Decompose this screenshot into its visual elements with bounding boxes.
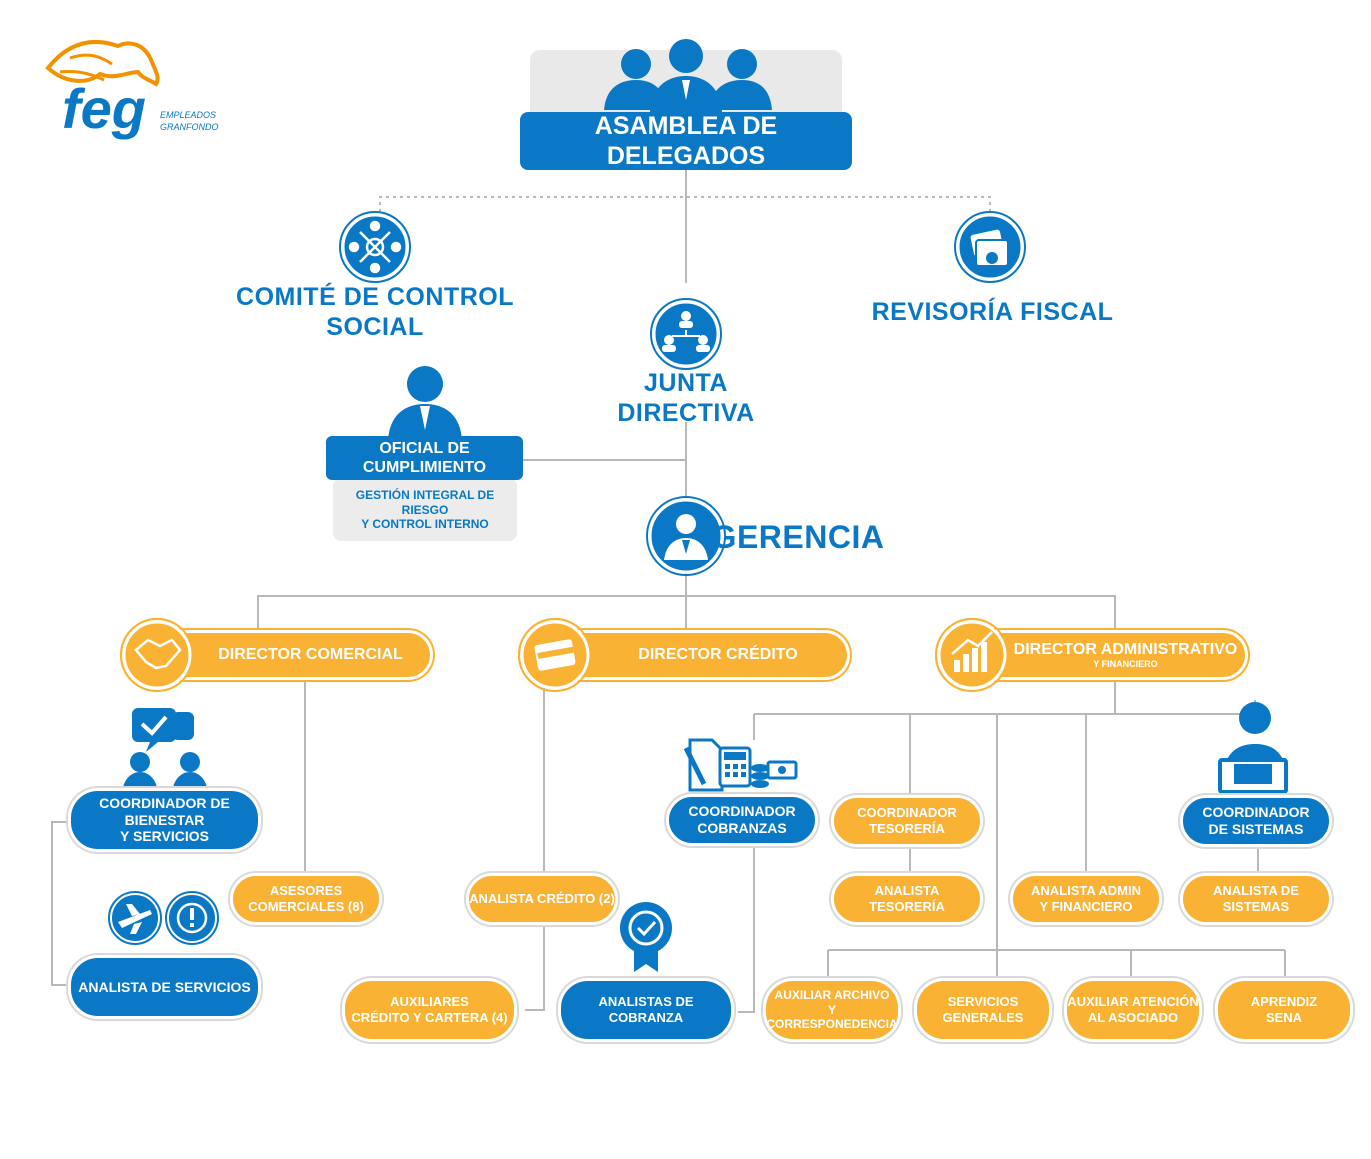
businessman-icon [388, 366, 462, 440]
servicios-line-2: GENERALES [942, 1010, 1024, 1025]
auxiliares-credito[interactable]: AUXILIARES CRÉDITO Y CARTERA (4) [342, 978, 517, 1042]
hierarchy-icon [662, 311, 710, 352]
gestion-line-1: GESTIÓN INTEGRAL DE RIESGO [355, 488, 495, 517]
oficial-block [326, 366, 523, 541]
connector-credito-auxiliares [525, 925, 545, 1011]
servicios-line-1: SERVICIOS [947, 994, 1019, 1010]
analista-sistemas[interactable]: ANALISTA DE SISTEMAS [1180, 873, 1332, 925]
coord-bienestar-line-1: COORDINADOR DE BIENESTAR [99, 794, 230, 828]
director-admin-sublabel: Y FINANCIERO [1093, 659, 1158, 670]
connector-bottom-bus [827, 949, 1286, 976]
coord-cobranzas-line-1: COORDINADOR [688, 803, 796, 820]
aprendiz-line-1: APRENDIZ [1250, 994, 1318, 1010]
analista-servicios-label: ANALISTA DE SERVICIOS [78, 978, 251, 995]
analista-credito-label: ANALISTA CRÉDITO (2) [469, 891, 615, 907]
auxiliares-line-2: CRÉDITO Y CARTERA (4) [351, 1010, 508, 1025]
aux-atencion-line-1: AUXILIAR ATENCIÓN [1067, 994, 1199, 1010]
analista-admin-line-1: ANALISTA ADMIN [1030, 883, 1141, 899]
coord-cobranzas-line-2: COBRANZAS [697, 820, 787, 836]
auxiliares-line-1: AUXILIARES [390, 994, 469, 1010]
auxiliar-archivo[interactable]: AUXILIAR ARCHIVO Y CORRESPONEDENCIA [763, 978, 901, 1042]
auxiliar-atencion[interactable]: AUXILIAR ATENCIÓN AL ASOCIADO [1064, 978, 1202, 1042]
connector-cobranzas [738, 840, 755, 1013]
airplane-icon [108, 891, 162, 945]
horse-logo-icon [45, 39, 160, 87]
gestion-line-2: Y CONTROL INTERNO [361, 517, 489, 532]
analista-tesoreria[interactable]: ANALISTA TESORERÍA [831, 873, 983, 925]
comite-icon-circle [339, 211, 411, 283]
logo-brand: feg [62, 77, 146, 140]
calculator-money-icon [683, 738, 798, 792]
aprendiz-line-2: SENA [1265, 1010, 1303, 1025]
director-comercial-label: DIRECTOR COMERCIAL [218, 646, 403, 664]
director-admin-label: DIRECTOR ADMINISTRATIVO [1013, 641, 1238, 658]
revisoria-icon-circle [954, 211, 1026, 283]
coord-sistemas-line-2: DE SISTEMAS [1208, 821, 1304, 837]
junta-icon-circle [650, 298, 722, 370]
analista-tesoreria-line-1: ANALISTA [874, 883, 940, 899]
asesores-comerciales[interactable]: ASESORES COMERCIALES (8) [230, 873, 382, 925]
analista-credito[interactable]: ANALISTA CRÉDITO (2) [466, 873, 618, 925]
analistas-cobranza[interactable]: ANALISTAS DE COBRANZA [558, 978, 734, 1042]
director-administrativo[interactable]: DIRECTOR ADMINISTRATIVO Y FINANCIERO [943, 630, 1248, 680]
chat-people-icon [122, 708, 208, 792]
phone-icon [165, 891, 219, 945]
connectors [51, 170, 1286, 1013]
coordinador-bienestar[interactable]: COORDINADOR DE BIENESTAR Y SERVICIOS [68, 788, 261, 852]
badge-check-icon [620, 902, 672, 972]
logo-line-1: EMPLEADOS [160, 110, 216, 120]
computer-user-icon [1218, 702, 1288, 794]
connector-admin-bus [753, 680, 1256, 950]
logo: feg EMPLEADOS GRANFONDO [45, 39, 219, 140]
manager-icon [664, 514, 708, 560]
aprendiz-sena[interactable]: APRENDIZ SENA [1215, 978, 1353, 1042]
revisoria-label: REVISORÍA FISCAL [871, 298, 1114, 326]
director-credito[interactable]: DIRECTOR CRÉDITO [526, 630, 850, 680]
gerencia-label: GERENCIA [711, 518, 885, 555]
aux-archivo-line-1: AUXILIAR ARCHIVO [774, 988, 890, 1003]
oficial-label: OFICIAL DE CUMPLIMIENTO [362, 439, 487, 476]
analista-sistemas-line-2: SISTEMAS [1222, 899, 1290, 914]
connector-dotted [379, 196, 991, 212]
network-icon [348, 220, 402, 274]
analista-sistemas-line-1: ANALISTA DE [1213, 883, 1299, 899]
aux-archivo-line-2: Y CORRESPONEDENCIA [766, 1002, 898, 1032]
director-comercial[interactable]: DIRECTOR COMERCIAL [128, 630, 433, 680]
logo-line-2: GRANFONDO [160, 122, 219, 132]
junta-label: JUNTA DIRECTIVA [617, 369, 755, 427]
money-card-icon [970, 229, 1009, 267]
analista-admin[interactable]: ANALISTA ADMIN Y FINANCIERO [1010, 873, 1162, 925]
asesores-line-2: COMERCIALES (8) [248, 899, 364, 914]
coord-tesoreria-line-1: COORDINADOR [857, 805, 957, 821]
group-people-icon [604, 39, 772, 112]
aux-atencion-line-2: AL ASOCIADO [1087, 1010, 1179, 1025]
gestion-label: GESTIÓN INTEGRAL DE RIESGO Y CONTROL INT… [333, 484, 517, 536]
coordinador-sistemas[interactable]: COORDINADOR DE SISTEMAS [1180, 795, 1332, 847]
connector-servicios-bracket [51, 821, 68, 986]
asamblea-label: ASAMBLEA DE DELEGADOS [594, 112, 778, 170]
comite-label: COMITÉ DE CONTROL SOCIAL [236, 283, 514, 341]
analistas-cobranza-label: ANALISTAS DE COBRANZA [598, 994, 694, 1025]
coord-tesoreria-line-2: TESORERÍA [869, 821, 945, 836]
coord-sistemas-line-1: COORDINADOR [1202, 804, 1310, 821]
analista-servicios[interactable]: ANALISTA DE SERVICIOS [68, 955, 261, 1019]
analista-admin-line-2: Y FINANCIERO [1039, 899, 1133, 914]
asamblea-block [520, 39, 852, 170]
coordinador-cobranzas[interactable]: COORDINADOR COBRANZAS [666, 794, 818, 846]
servicios-generales[interactable]: SERVICIOS GENERALES [914, 978, 1052, 1042]
gerencia-icon-circle [646, 496, 726, 576]
coordinador-tesoreria[interactable]: COORDINADOR TESORERÍA [831, 795, 983, 847]
director-credito-label: DIRECTOR CRÉDITO [638, 646, 798, 664]
coord-bienestar-line-2: Y SERVICIOS [120, 828, 209, 845]
asesores-line-1: ASESORES [269, 883, 343, 899]
analista-tesoreria-line-2: TESORERÍA [869, 899, 945, 914]
